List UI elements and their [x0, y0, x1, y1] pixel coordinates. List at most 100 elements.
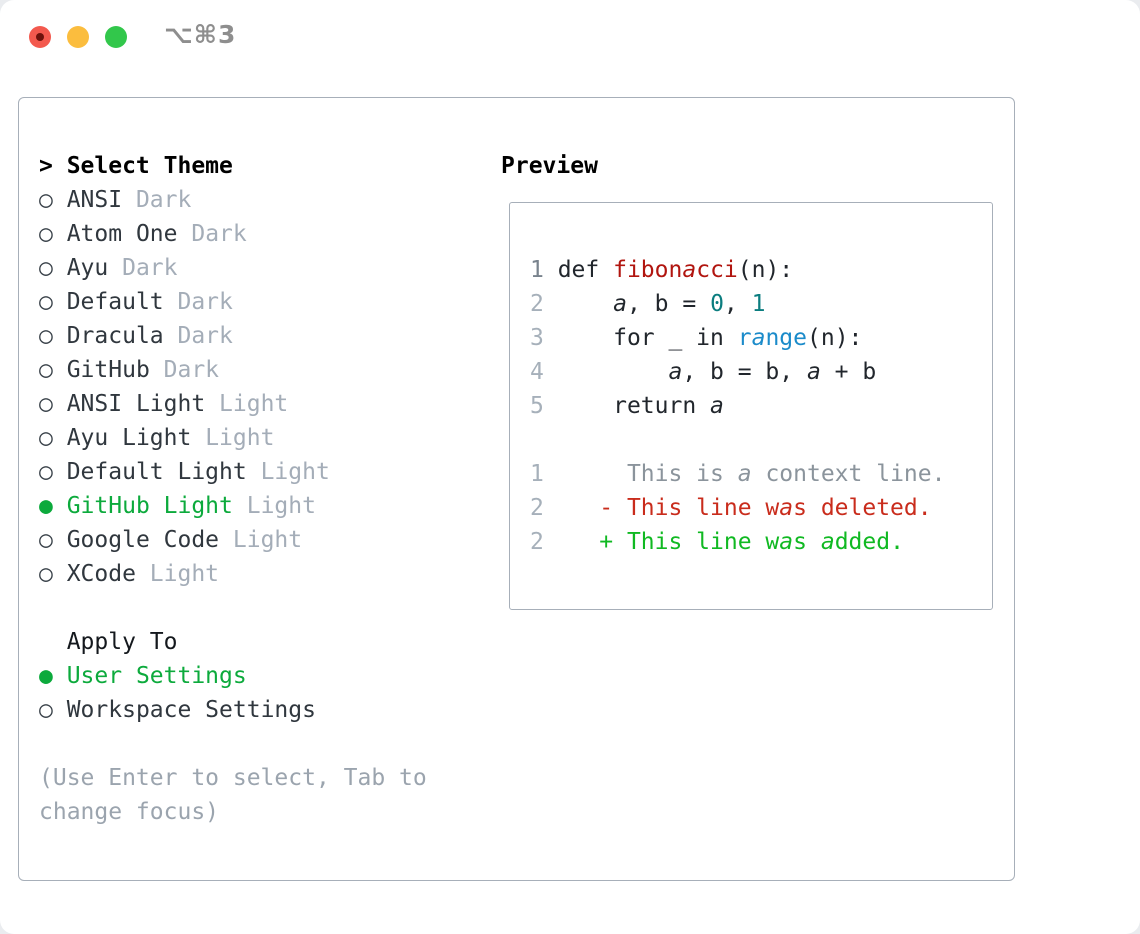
zoom-button-icon[interactable]: [105, 26, 127, 48]
text-segment: 2: [530, 291, 544, 317]
radio-icon: ○: [39, 255, 53, 281]
text-segment: 0: [710, 291, 724, 317]
theme-variant-tag: Dark: [163, 357, 220, 383]
text-segment: a: [820, 529, 835, 555]
text-segment: a: [779, 495, 794, 521]
text-segment: + This line w: [543, 529, 780, 555]
titlebar: [29, 26, 127, 48]
radio-selected-icon: ●: [39, 493, 53, 519]
text-segment: s deleted.: [793, 495, 932, 521]
apply-to-option[interactable]: ● User Settings: [39, 659, 427, 693]
text-segment: dded.: [834, 529, 904, 555]
theme-name: Dracula: [52, 323, 178, 349]
text-segment: [544, 291, 613, 317]
radio-icon: ○: [39, 289, 53, 315]
radio-icon: ○: [39, 425, 53, 451]
theme-name: Atom One: [52, 221, 192, 247]
text-segment: 1: [751, 291, 766, 317]
text-segment: [544, 359, 669, 385]
text-segment: , b = b,: [682, 359, 807, 385]
text-segment: (n):: [807, 325, 863, 351]
text-segment: a: [668, 359, 683, 385]
theme-selector-pane: > Select Theme○ ANSI Dark○ Atom One Dark…: [39, 149, 427, 829]
radio-icon: ○: [39, 527, 53, 553]
theme-variant-tag: Light: [205, 425, 275, 451]
theme-variant-tag: Dark: [177, 323, 233, 349]
theme-option[interactable]: ○ ANSI Dark: [39, 183, 427, 217]
theme-name: GitHub: [52, 357, 164, 383]
radio-icon: ○: [39, 561, 53, 587]
theme-option[interactable]: ○ Ayu Dark: [39, 251, 427, 285]
theme-name: Google Code: [52, 527, 233, 553]
window-shortcut-label: ⌥⌘3: [164, 20, 237, 49]
theme-option[interactable]: ○ Atom One Dark: [39, 217, 427, 251]
help-text-line: (Use Enter to select, Tab to: [39, 761, 427, 795]
text-segment: nge: [765, 325, 807, 351]
text-segment: a: [751, 325, 766, 351]
theme-variant-tag: Light: [149, 561, 220, 587]
text-segment: (n):: [737, 257, 794, 283]
radio-icon: ○: [39, 187, 53, 213]
help-text-line: change focus): [39, 795, 427, 829]
theme-variant-tag: Light: [246, 493, 316, 519]
theme-option[interactable]: ○ Default Dark: [39, 285, 427, 319]
code-line: 2 - This line was deleted.: [530, 491, 945, 525]
theme-name: GitHub Light: [52, 493, 247, 519]
theme-option[interactable]: ○ Dracula Dark: [39, 319, 427, 353]
text-segment: a: [682, 257, 697, 283]
radio-icon: ○: [39, 357, 53, 383]
apply-to-header-text: Apply To: [39, 629, 178, 655]
theme-option[interactable]: ○ ANSI Light Light: [39, 387, 427, 421]
text-segment: 3: [530, 325, 544, 351]
text-segment: - This line w: [543, 495, 780, 521]
apply-to-option[interactable]: ○ Workspace Settings: [39, 693, 427, 727]
theme-name: ANSI: [52, 187, 136, 213]
theme-option[interactable]: ○ Google Code Light: [39, 523, 427, 557]
code-line: 5 return a: [530, 389, 945, 423]
text-segment: context line.: [751, 461, 946, 487]
select-theme-header-text: > Select Theme: [39, 153, 233, 179]
theme-variant-tag: Light: [232, 527, 303, 553]
spacer-line: [39, 591, 427, 625]
text-segment: r: [737, 325, 752, 351]
text-segment: + b: [820, 359, 877, 385]
code-line: 2 a, b = 0, 1: [530, 287, 945, 321]
theme-name: XCode: [52, 561, 150, 587]
theme-option[interactable]: ○ GitHub Dark: [39, 353, 427, 387]
radio-icon: ○: [39, 697, 53, 723]
apply-to-header: Apply To: [39, 625, 427, 659]
text-segment: ,: [723, 291, 752, 317]
select-theme-header: > Select Theme: [39, 149, 427, 183]
code-line: 1 This is a context line.: [530, 457, 945, 491]
minimize-button-icon[interactable]: [67, 26, 89, 48]
main-panel: > Select Theme○ ANSI Dark○ Atom One Dark…: [18, 97, 1015, 881]
theme-option[interactable]: ○ Default Light Light: [39, 455, 427, 489]
theme-name: Ayu Light: [52, 425, 206, 451]
preview-title: Preview: [501, 153, 598, 179]
theme-variant-tag: Light: [260, 459, 330, 485]
radio-icon: ○: [39, 323, 53, 349]
text-segment: def: [543, 257, 614, 283]
spacer-line: [39, 727, 427, 761]
text-segment: This is: [543, 461, 738, 487]
radio-icon: ○: [39, 391, 53, 417]
radio-icon: ○: [39, 459, 53, 485]
help-text: change focus): [39, 799, 220, 825]
theme-option[interactable]: ● GitHub Light Light: [39, 489, 427, 523]
apply-to-option-label: Workspace Settings: [52, 697, 316, 723]
text-segment: cci: [696, 257, 738, 283]
radio-icon: ○: [39, 221, 53, 247]
theme-variant-tag: Dark: [191, 221, 247, 247]
close-button-icon[interactable]: [29, 26, 51, 48]
text-segment: a: [779, 529, 794, 555]
text-segment: for _ in: [543, 325, 738, 351]
theme-variant-tag: Light: [219, 391, 289, 417]
theme-name: Default Light: [52, 459, 261, 485]
text-segment: 4: [530, 359, 544, 385]
theme-variant-tag: Dark: [122, 255, 178, 281]
theme-option[interactable]: ○ Ayu Light Light: [39, 421, 427, 455]
text-segment: 2: [530, 529, 544, 555]
theme-option[interactable]: ○ XCode Light: [39, 557, 427, 591]
